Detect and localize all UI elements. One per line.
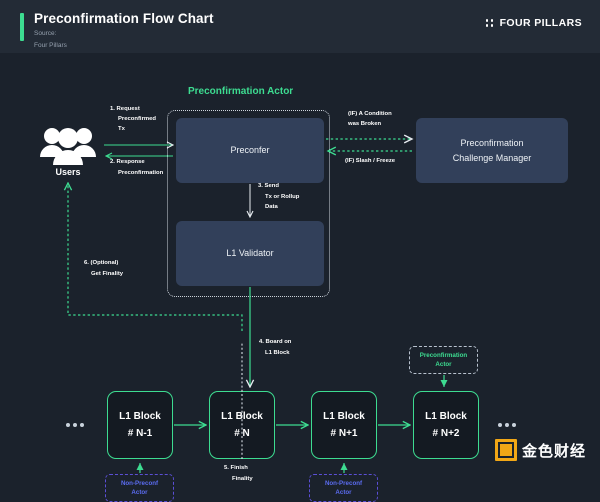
ellipsis-left	[66, 423, 84, 427]
label-step5-line1: 5. Finish	[224, 465, 248, 471]
label-if-condition-broken-line2: was Broken	[348, 121, 382, 127]
challenge-manager-line1: Preconfirmation	[460, 137, 524, 148]
block-n-minus-1[interactable]: L1 Block # N-1	[107, 391, 173, 459]
block-n-plus-1[interactable]: L1 Block # N+1	[311, 391, 377, 459]
node-preconfer[interactable]: Preconfer	[176, 118, 324, 183]
users-label: Users	[55, 167, 81, 177]
label-step2-line2: Preconfirmation	[118, 170, 164, 176]
tag-non-preconf-actor-1-line2: Actor	[131, 489, 148, 496]
preconfirmation-actor-group	[167, 110, 330, 297]
label-step1-line2: Preconfirmed	[118, 116, 156, 122]
label-step3-line3: Data	[265, 204, 278, 210]
label-step4-line2: L1 Block	[265, 350, 290, 356]
tag-preconfirmation-actor-line2: Actor	[435, 361, 452, 368]
page-title: Preconfirmation Flow Chart	[34, 11, 214, 26]
label-step3-line2: Tx or Rollup	[265, 194, 300, 200]
source-label: Source:	[34, 30, 57, 37]
tag-non-preconf-actor-1[interactable]: Non-Preconf Actor	[105, 474, 174, 502]
challenge-manager-line2: Challenge Manager	[452, 152, 532, 163]
node-preconfer-label: Preconfer	[230, 145, 270, 155]
site-logo-mark-icon	[494, 439, 517, 461]
tag-preconfirmation-actor[interactable]: Preconfirmation Actor	[409, 346, 478, 374]
label-step5-line2: Finality	[232, 476, 253, 482]
four-dots-icon	[485, 19, 494, 27]
brand-logo: FOUR PILLARS	[485, 17, 582, 29]
label-step3-line1: 3. Send	[258, 183, 279, 189]
source-name: Four Pillars	[34, 42, 67, 49]
connector-layer	[0, 53, 448, 473]
label-step6-line1: 6. (Optional)	[84, 260, 119, 266]
label-step2-line1: 2. Response	[110, 159, 145, 165]
node-challenge-manager[interactable]: Preconfirmation Challenge Manager	[416, 118, 568, 183]
header-text-block: Preconfirmation Flow Chart Source: Four …	[34, 11, 214, 50]
block-n-plus-2-line1: L1 Block	[425, 411, 467, 422]
label-if-condition-broken-line1: (IF) A Condition	[348, 111, 392, 117]
block-n-minus-1-line2: # N-1	[127, 428, 153, 439]
diagram-canvas: Preconfirmation Actor Users Preconfer L1…	[0, 53, 600, 502]
block-n-plus-2[interactable]: L1 Block # N+2	[413, 391, 479, 459]
tag-non-preconf-actor-2-line2: Actor	[335, 489, 352, 496]
ellipsis-right	[498, 423, 516, 427]
node-l1-validator[interactable]: L1 Validator	[176, 221, 324, 286]
site-watermark-logo: 金色财经	[494, 439, 586, 461]
site-logo-text: 金色财经	[521, 442, 586, 460]
brand-name: FOUR PILLARS	[499, 17, 582, 29]
label-step1-line1: 1. Request	[110, 106, 140, 112]
block-n-minus-1-line1: L1 Block	[119, 411, 161, 422]
tag-preconfirmation-actor-line1: Preconfirmation	[419, 352, 468, 359]
block-n-plus-2-line2: # N+2	[432, 428, 460, 439]
block-n-plus-1-line1: L1 Block	[323, 411, 365, 422]
users-icon	[40, 128, 96, 165]
header-accent-bar	[20, 13, 24, 41]
group-title-preconfirmation-actor: Preconfirmation Actor	[188, 86, 294, 97]
label-step1-line3: Tx	[118, 126, 125, 132]
wire-get-finality-to-users	[68, 183, 243, 331]
page-header: Preconfirmation Flow Chart Source: Four …	[0, 0, 600, 53]
label-step6-line2: Get Finality	[91, 271, 124, 277]
tag-non-preconf-actor-2[interactable]: Non-Preconf Actor	[309, 474, 378, 502]
label-if-slash-freeze: (IF) Slash / Freeze	[345, 158, 396, 164]
tag-non-preconf-actor-1-line1: Non-Preconf	[120, 480, 159, 487]
tag-non-preconf-actor-2-line1: Non-Preconf	[324, 480, 363, 487]
label-step4-line1: 4. Board on	[259, 339, 292, 345]
block-n-plus-1-line2: # N+1	[330, 428, 358, 439]
node-l1-validator-label: L1 Validator	[226, 248, 274, 258]
